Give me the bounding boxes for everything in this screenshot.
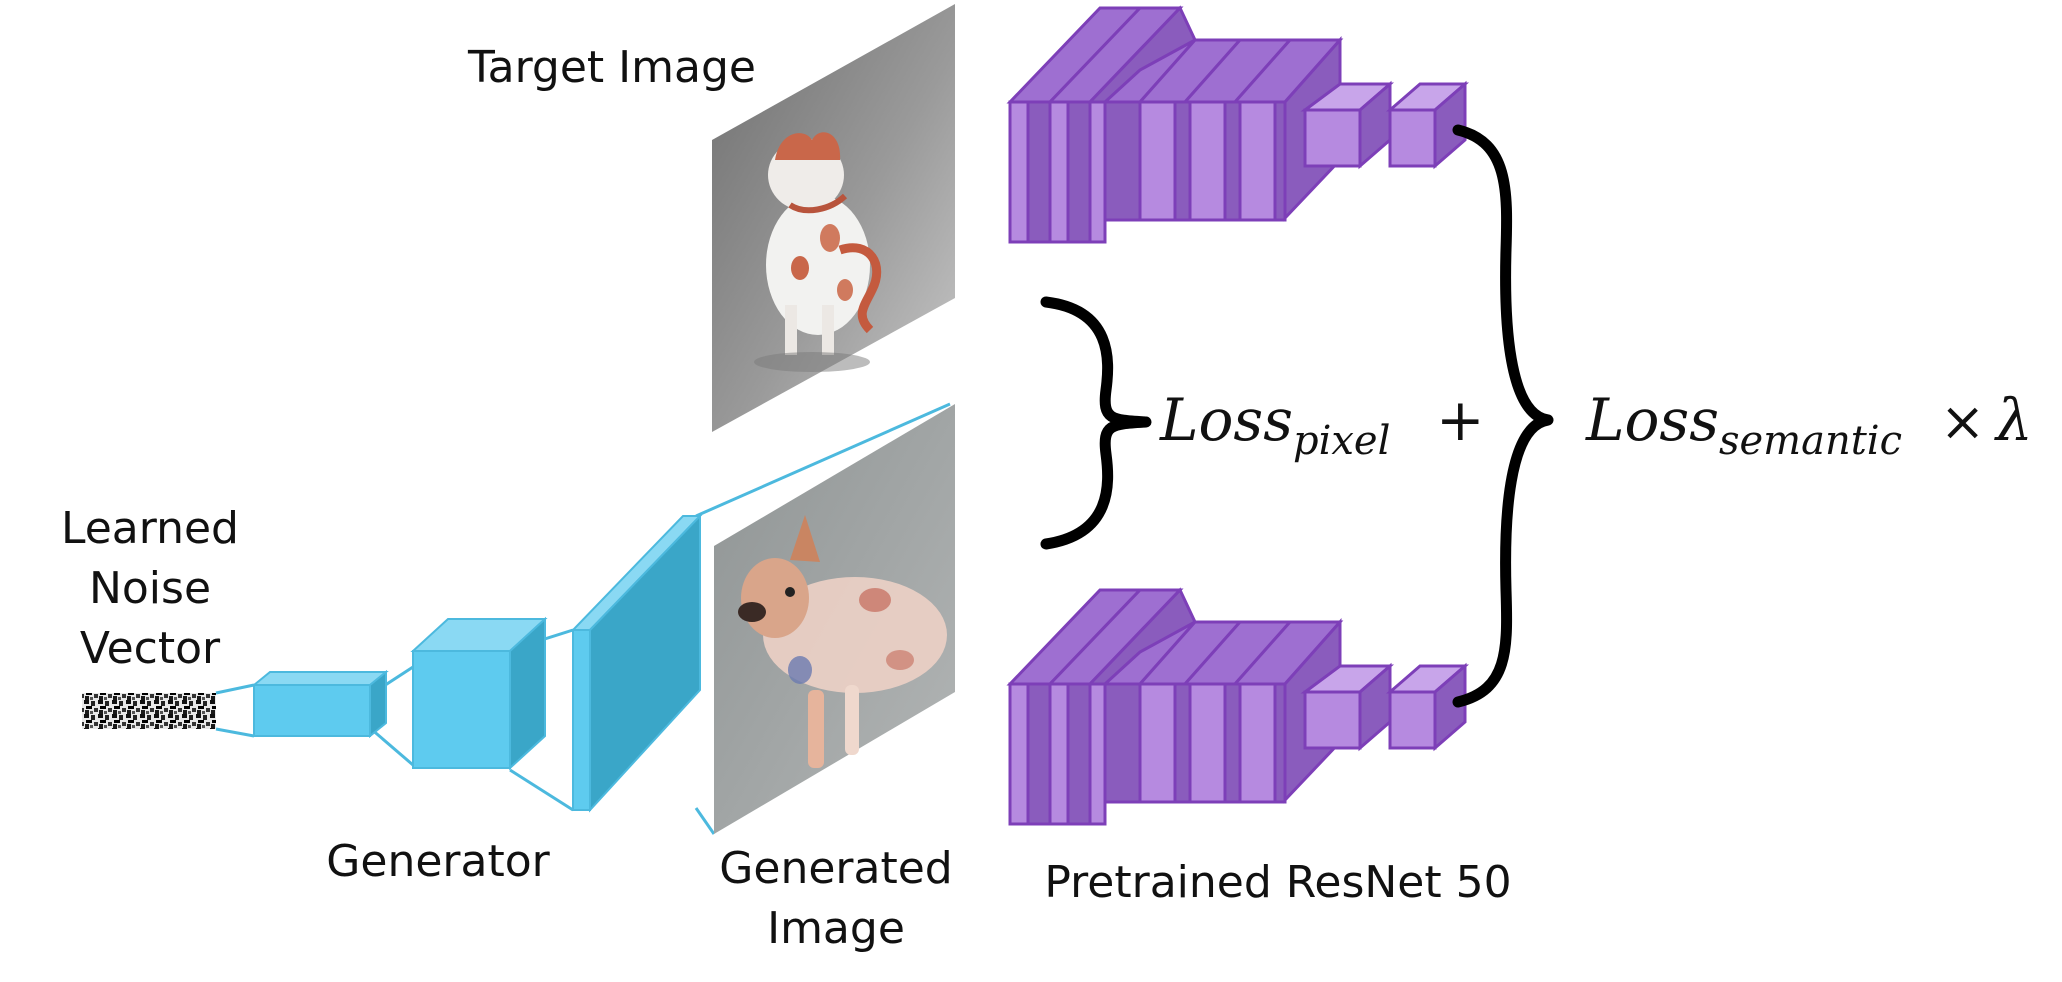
noise-label-line1: Learned xyxy=(61,503,239,554)
pixel-brace xyxy=(1040,296,1152,550)
loss-semantic-term: Losssemantic xyxy=(1585,386,1902,464)
generator-block-3 xyxy=(570,513,703,813)
generator-block-1 xyxy=(251,669,389,739)
generated-image-label-line1: Generated xyxy=(719,843,952,894)
blurry-dog-icon xyxy=(738,515,947,768)
plus-sign: + xyxy=(1436,386,1485,454)
loss-pixel-term: Losspixel xyxy=(1159,386,1390,464)
resnet-bottom xyxy=(1006,587,1470,826)
noise-label-line3: Vector xyxy=(80,623,221,674)
generated-image xyxy=(714,404,955,834)
lambda-symbol: λ xyxy=(1994,386,2033,454)
resnet-label: Pretrained ResNet 50 xyxy=(1044,857,1511,908)
semantic-brace xyxy=(1452,124,1554,708)
noise-label-line2: Noise xyxy=(89,563,211,614)
generator-block-2 xyxy=(410,616,548,771)
generator-label: Generator xyxy=(326,836,550,887)
resnet-top xyxy=(1006,5,1470,244)
noise-vector xyxy=(82,693,216,729)
generated-image-label-line2: Image xyxy=(767,903,905,954)
ceramic-dog-figurine-icon xyxy=(754,132,882,372)
target-image-label: Target Image xyxy=(467,42,756,93)
times-sign: × xyxy=(1940,390,1985,453)
loss-equation: Losspixel + Losssemantic × λ xyxy=(1159,386,2033,464)
target-image xyxy=(712,4,955,432)
